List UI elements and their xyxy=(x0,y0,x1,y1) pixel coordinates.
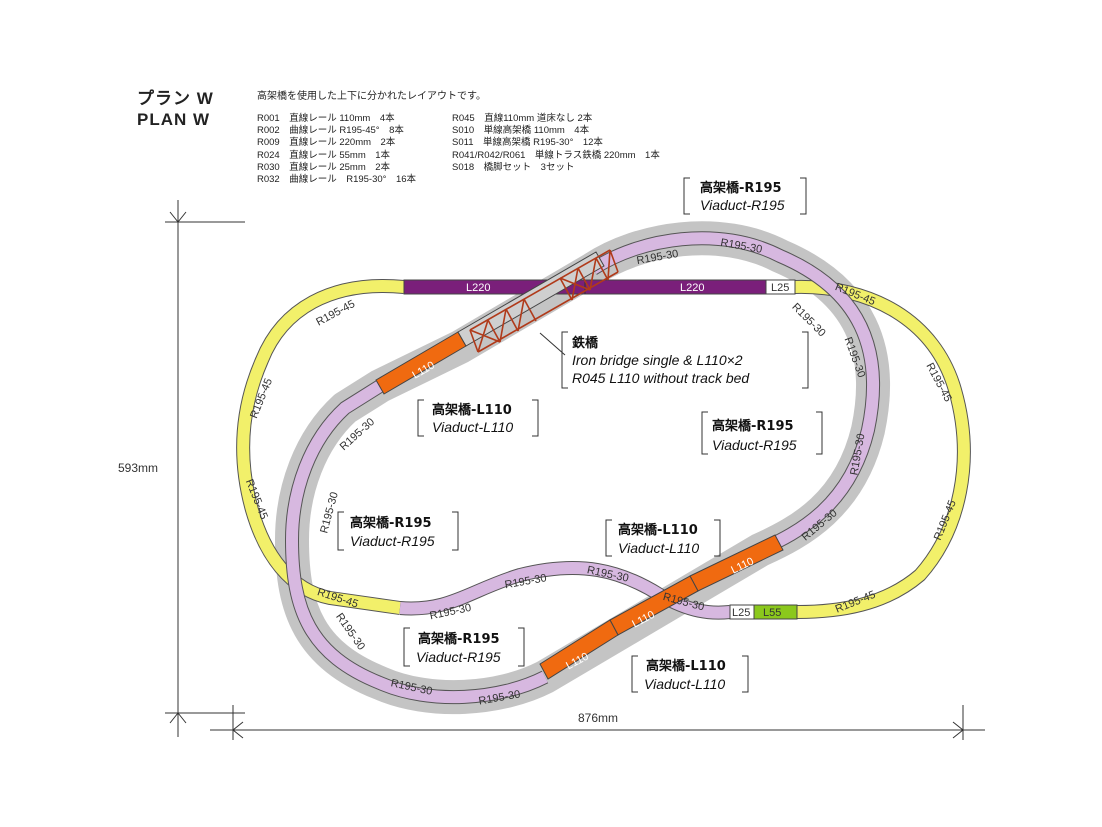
plan-description: 高架橋を使用した上下に分かれたレイアウトです。 xyxy=(257,91,486,102)
label-r195-45: R195-45 xyxy=(316,586,360,610)
callout-iron-bridge-jp: 鉄橋 xyxy=(572,335,599,351)
callout-viaduct-l110-upper: 高架橋-L110 Viaduct-L110 xyxy=(417,399,539,437)
label-l25: L25 xyxy=(771,282,789,294)
parts-item: R041/R042/R061 単線トラス鉄橋 220mm 1本 xyxy=(452,149,660,161)
label-r195-30: R195-30 xyxy=(789,301,827,339)
label-l220: L220 xyxy=(680,282,704,294)
callout-jp: 高架橋-R195 xyxy=(700,180,782,196)
callout-viaduct-l110-center: 高架橋-L110 Viaduct-L110 xyxy=(605,519,721,557)
viaduct-curve-r195-30-fill xyxy=(589,232,880,556)
callout-en: Viaduct-R195 xyxy=(416,649,501,665)
label-l220: L220 xyxy=(466,282,490,294)
track-straight-l55 xyxy=(753,604,798,620)
callout-iron-bridge: 鉄橋 Iron bridge single & L110×2 R045 L110… xyxy=(561,331,809,389)
parts-item: R032 曲線レール R195-30° 16本 xyxy=(257,174,417,186)
callout-viaduct-top: 高架橋-R195 Viaduct-R195 xyxy=(683,177,807,215)
callout-viaduct-r195-left: 高架橋-R195 Viaduct-R195 xyxy=(337,511,459,551)
label-l25: L25 xyxy=(732,607,750,619)
parts-item: R009 直線レール 220mm 2本 xyxy=(257,137,396,149)
viaduct-shadow xyxy=(275,221,891,715)
callout-en: Viaduct-L110 xyxy=(644,676,725,692)
callout-jp: 高架橋-L110 xyxy=(432,402,512,418)
callout-jp: 高架橋-R195 xyxy=(350,515,432,531)
parts-item: R030 直線レール 25mm 2本 xyxy=(257,161,391,173)
parts-item: S011 単線高架橋 R195-30° 12本 xyxy=(452,137,603,149)
dimension-width xyxy=(210,705,985,740)
callout-jp: 高架橋-L110 xyxy=(646,658,726,674)
label-r195-30: R195-30 xyxy=(318,491,341,535)
callout-iron-bridge-en1: Iron bridge single & L110×2 xyxy=(572,352,743,368)
track-curve-r195-45-fill xyxy=(237,280,405,614)
parts-item: S010 単線高架橋 110mm 4本 xyxy=(452,125,590,137)
callout-viaduct-r195-bottom: 高架橋-R195 Viaduct-R195 xyxy=(403,627,525,667)
track-curve-r195-30-fill xyxy=(399,561,731,619)
viaduct-straight-l110 xyxy=(539,619,619,680)
parts-item: S018 橋脚セット 3セット xyxy=(452,161,575,173)
viaduct-curve-r195-30-fill xyxy=(285,380,548,704)
leader-line xyxy=(539,332,566,356)
parts-item: R001 直線レール 110mm 4本 xyxy=(257,113,395,124)
callout-viaduct-r195-right: 高架橋-R195 Viaduct-R195 xyxy=(701,411,823,455)
parts-item: R024 直線レール 55mm 1本 xyxy=(257,149,391,161)
callout-jp: 高架橋-L110 xyxy=(618,522,698,538)
parts-list-left: R001 直線レール 110mm 4本 R002 曲線レール R195-45° … xyxy=(257,113,416,186)
callout-jp: 高架橋-R195 xyxy=(712,418,794,434)
callout-iron-bridge-en2: R045 L110 without track bed xyxy=(572,370,750,386)
track-straight-l25 xyxy=(765,279,796,295)
callout-en: Viaduct-R195 xyxy=(350,533,435,549)
callout-en: Viaduct-R195 xyxy=(712,437,797,453)
callout-jp: 高架橋-R195 xyxy=(418,631,500,647)
track-curve-r195-45-fill xyxy=(794,280,970,618)
dimension-height-label: 593mm xyxy=(118,461,158,475)
dimension-height xyxy=(165,200,245,737)
parts-item: R045 直線110mm 道床なし 2本 xyxy=(452,113,593,124)
callout-en: Viaduct-R195 xyxy=(700,197,785,213)
plan-title-jp: プラン W xyxy=(137,89,214,108)
callout-viaduct-l110-bottom: 高架橋-L110 Viaduct-L110 xyxy=(631,655,749,693)
parts-item: R002 曲線レール R195-45° 8本 xyxy=(257,125,404,137)
iron-bridge-truss xyxy=(469,249,619,353)
dimension-width-label: 876mm xyxy=(578,711,618,725)
callout-en: Viaduct-L110 xyxy=(432,419,513,435)
iron-bridge-deck xyxy=(457,251,605,347)
callout-en: Viaduct-L110 xyxy=(618,540,699,556)
plan-title-en: PLAN W xyxy=(137,110,211,129)
parts-list-right: R045 直線110mm 道床なし 2本 S010 単線高架橋 110mm 4本… xyxy=(452,113,660,174)
label-l55: L55 xyxy=(763,607,781,619)
